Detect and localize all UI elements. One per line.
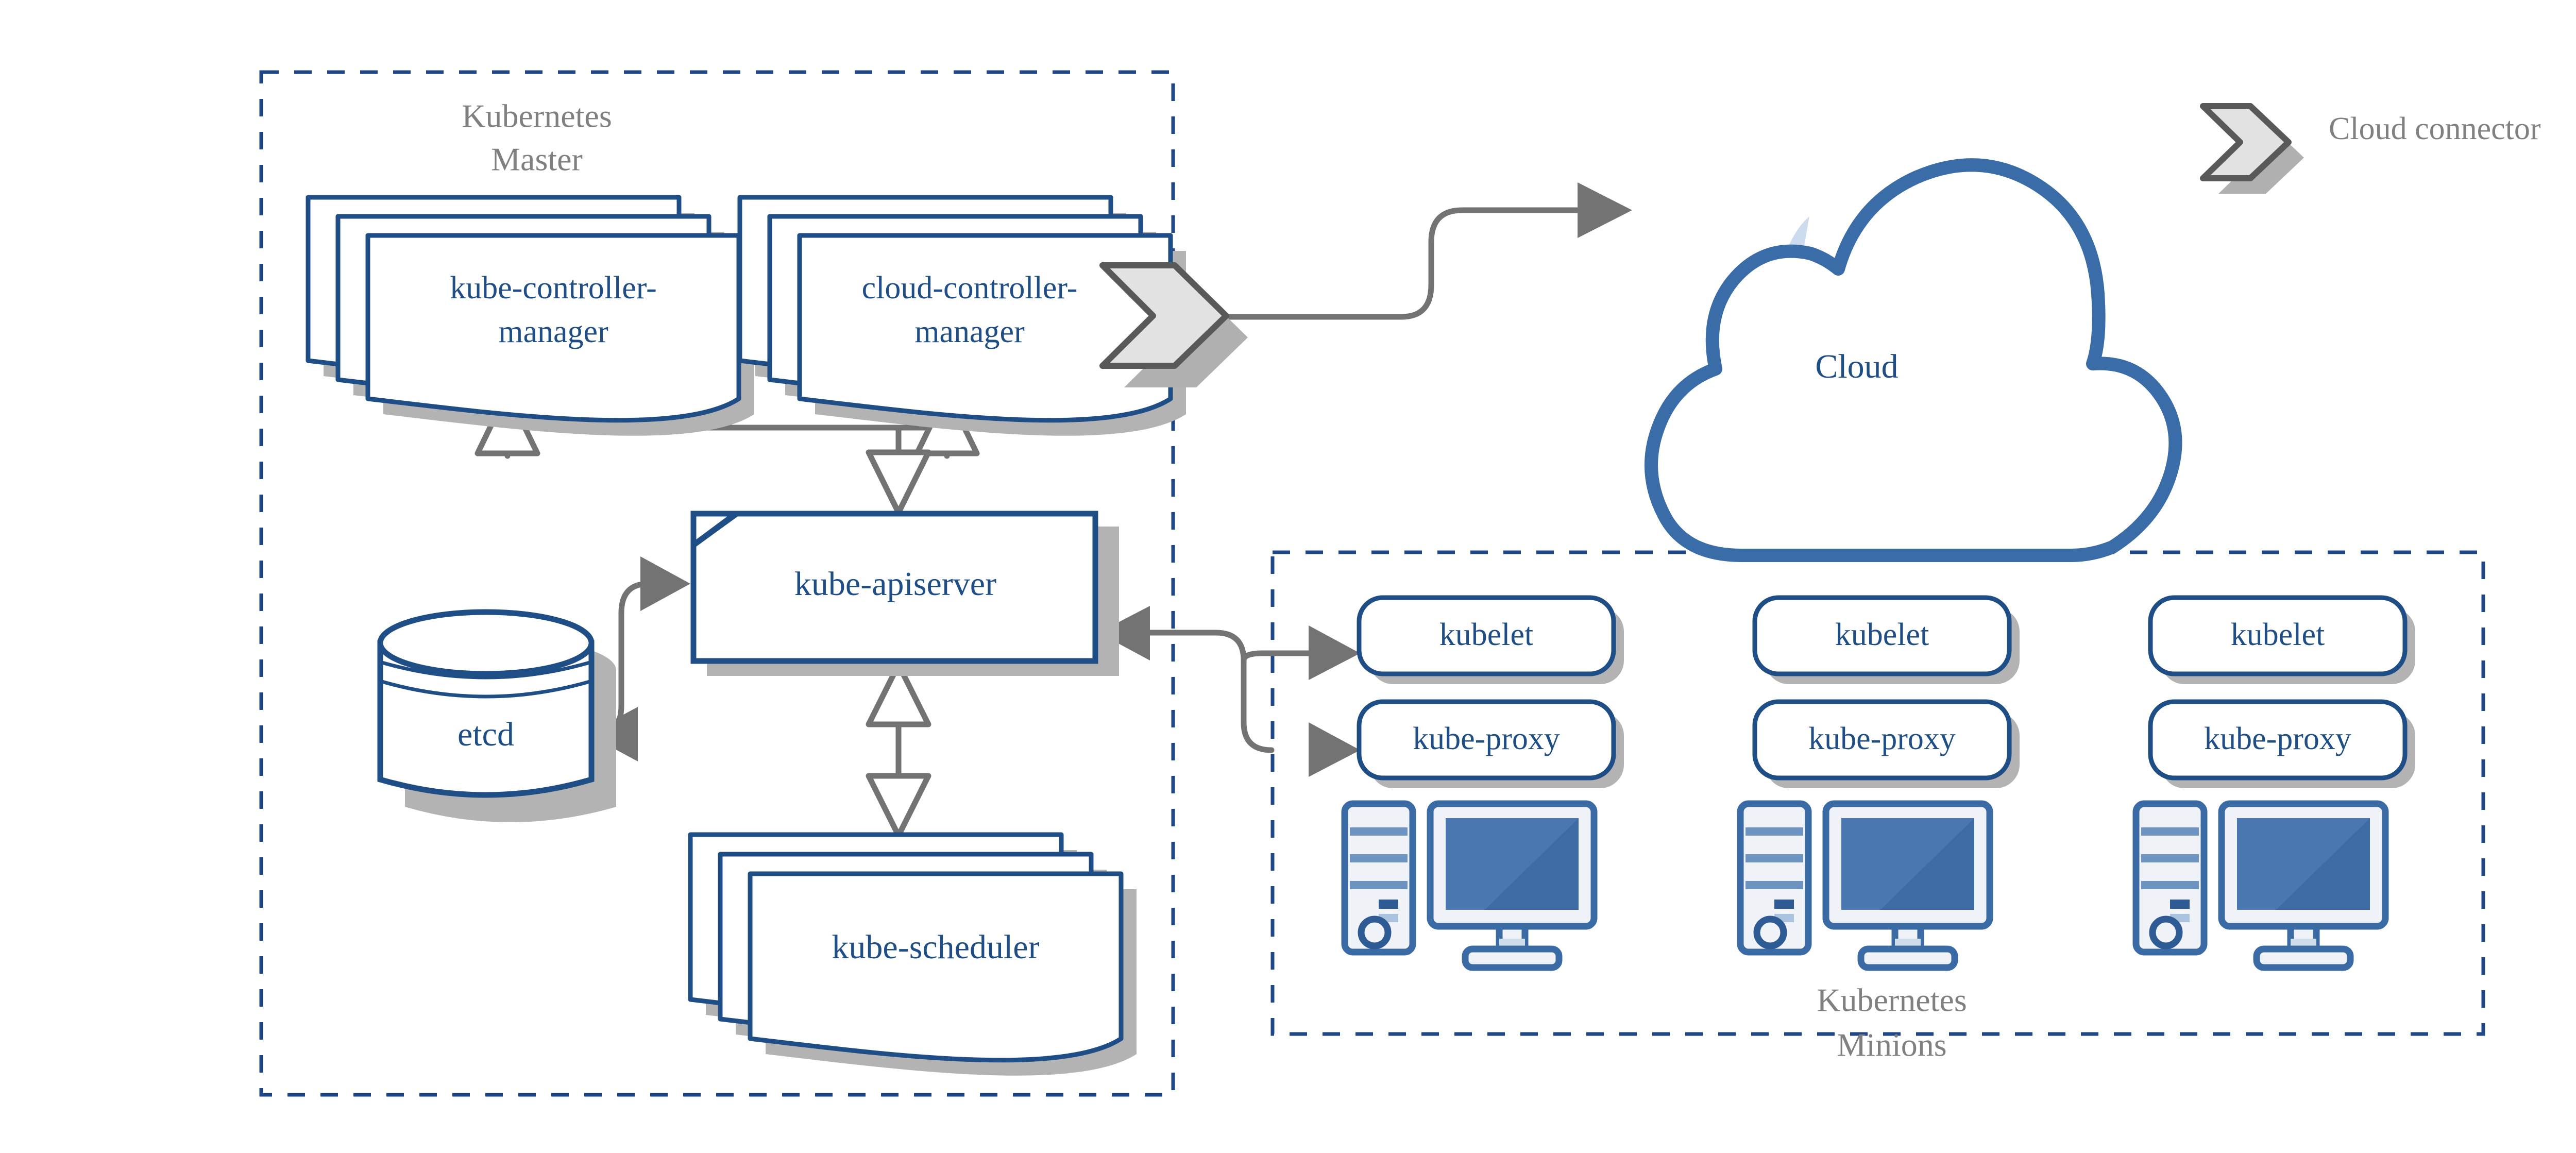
computer-icon-2[interactable] <box>1737 800 1993 971</box>
cloud-connector-chevron-icon[interactable] <box>1099 262 1248 387</box>
computer-icon-3[interactable] <box>2132 800 2389 971</box>
kubelet-pill-1[interactable] <box>1357 595 1616 676</box>
kube-proxy-pill-1[interactable] <box>1357 699 1616 781</box>
minion-node-1: kubelet kube-proxy <box>1341 595 1624 971</box>
kube-proxy-label-2: kube-proxy <box>1808 721 1956 756</box>
kube-proxy-pill-3[interactable] <box>2148 699 2408 781</box>
cloud-node[interactable]: Cloud <box>1644 158 2182 562</box>
kubernetes-master-title-line1: Kubernetes <box>462 98 612 134</box>
kube-apiserver-label: kube-apiserver <box>794 565 996 603</box>
minion-node-2: kubelet kube-proxy <box>1737 595 2020 971</box>
cloud-controller-manager-label-line1: cloud-controller- <box>862 270 1078 306</box>
arrowhead-to-cloud <box>1578 182 1632 238</box>
legend-chevron-icon <box>2200 103 2304 194</box>
kube-controller-manager-label-line2: manager <box>498 314 608 349</box>
computer-icon-1[interactable] <box>1341 800 1598 971</box>
etcd-node[interactable]: etcd <box>377 609 616 822</box>
connector-apiserver-scheduler <box>866 662 931 839</box>
cloud-controller-manager-label-line2: manager <box>914 314 1025 349</box>
etcd-label: etcd <box>457 716 514 753</box>
kube-proxy-label-1: kube-proxy <box>1413 721 1560 756</box>
cloud-controller-manager-node[interactable]: cloud-controller- manager <box>737 195 1186 436</box>
kube-scheduler-node[interactable]: kube-scheduler <box>688 832 1137 1076</box>
connector-apiserver-to-minion <box>1098 606 1360 777</box>
minion-node-3: kubelet kube-proxy <box>2132 595 2415 971</box>
arrowhead-to-kubelet <box>1309 625 1360 680</box>
arrowhead-to-apiserver-left <box>640 556 690 611</box>
kube-proxy-pill-2[interactable] <box>1752 699 2012 781</box>
kube-proxy-label-3: kube-proxy <box>2204 721 2351 756</box>
kubelet-label-1: kubelet <box>1439 617 1534 652</box>
kubernetes-master-title-line2: Master <box>491 141 583 178</box>
arrowhead-to-apiserver-top <box>866 449 931 516</box>
kube-controller-manager-node[interactable]: kube-controller- manager <box>306 195 754 436</box>
kubelet-label-2: kubelet <box>1835 617 1929 652</box>
kube-apiserver-node[interactable]: kube-apiserver <box>690 511 1119 676</box>
legend-cloud-connector-label: Cloud connector <box>2329 111 2541 146</box>
cloud-label: Cloud <box>1815 348 1898 385</box>
kubernetes-minions-title-line2: Minions <box>1837 1027 1946 1063</box>
connector-cloudconnector-to-cloud <box>1202 182 1632 320</box>
kube-controller-manager-label-line1: kube-controller- <box>450 270 657 306</box>
kubelet-pill-2[interactable] <box>1752 595 2012 676</box>
kubernetes-master-zone <box>259 70 1175 1097</box>
arrowhead-to-kube-scheduler <box>866 773 931 839</box>
arrowhead-to-kube-proxy <box>1309 722 1360 777</box>
arrowhead-to-apiserver-bottom <box>866 662 931 727</box>
kubelet-pill-3[interactable] <box>2148 595 2408 676</box>
kubelet-label-3: kubelet <box>2231 617 2325 652</box>
kubernetes-minions-title-line1: Kubernetes <box>1817 982 1967 1019</box>
kube-scheduler-label: kube-scheduler <box>832 928 1039 966</box>
legend-cloud-connector: Cloud connector <box>2200 103 2541 194</box>
arrowhead-to-apiserver-right <box>1098 606 1150 660</box>
